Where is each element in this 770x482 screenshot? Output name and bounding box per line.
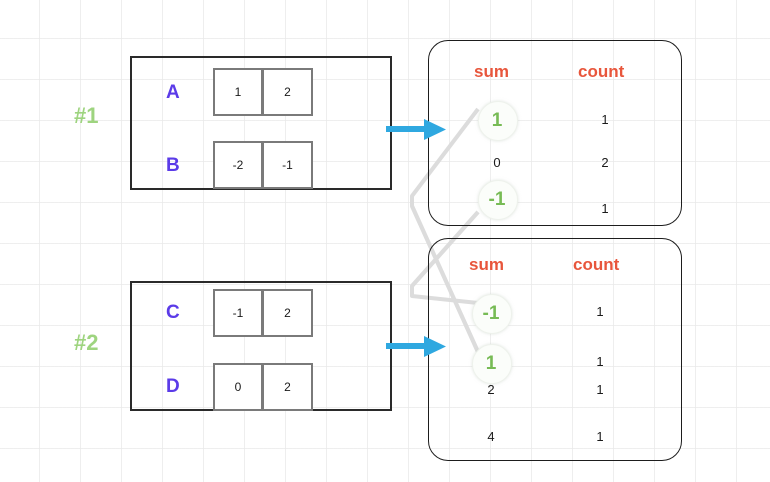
- agg-table-2-count-2: 1: [596, 382, 604, 397]
- cell-d-0: 0: [213, 363, 263, 411]
- array-a: 1 2: [213, 68, 313, 116]
- step-label-2: #2: [74, 330, 99, 355]
- agg-table-2-sum-3: 4: [487, 429, 495, 444]
- array-c: -1 2: [213, 289, 313, 337]
- highlight-circle-t1-r0: [478, 101, 518, 141]
- cell-c-1: 2: [263, 289, 313, 337]
- agg-table-1-sum-1: 0: [493, 155, 501, 170]
- cell-c-0: -1: [213, 289, 263, 337]
- cell-d-1: 2: [263, 363, 313, 411]
- cell-b-1: -1: [263, 141, 313, 189]
- agg-table-1-count-0: 1: [601, 112, 609, 127]
- step-label-1: #1: [74, 103, 99, 128]
- agg-table-1-count-1: 2: [601, 155, 609, 170]
- agg-table-1: [428, 40, 682, 226]
- row-label-b: B: [166, 155, 180, 176]
- agg-table-2: [428, 238, 682, 461]
- agg-table-2-sum-1: 1: [485, 353, 497, 374]
- agg-table-1-count-2: 1: [601, 201, 609, 216]
- cell-a-1: 2: [263, 68, 313, 116]
- cell-a-0: 1: [213, 68, 263, 116]
- agg-table-2-count-1: 1: [596, 354, 604, 369]
- agg-table-1-header-sum: sum: [474, 62, 509, 81]
- agg-table-2-sum-0: -1: [482, 303, 500, 324]
- agg-table-1-sum-2: -1: [488, 189, 506, 210]
- cell-b-0: -2: [213, 141, 263, 189]
- row-label-a: A: [166, 82, 180, 103]
- agg-table-2-header-count: count: [573, 255, 620, 274]
- agg-table-1-sum-0: 1: [491, 110, 503, 131]
- row-label-d: D: [166, 376, 180, 397]
- agg-table-1-header-count: count: [578, 62, 625, 81]
- agg-table-2-sum-2: 2: [487, 382, 495, 397]
- agg-table-2-count-3: 1: [596, 429, 604, 444]
- highlight-circle-t1-r2: [478, 180, 518, 220]
- agg-table-2-count-0: 1: [596, 304, 604, 319]
- partition-box-1: [130, 56, 392, 190]
- row-label-c: C: [166, 302, 180, 323]
- array-b: -2 -1: [213, 141, 313, 189]
- array-d: 0 2: [213, 363, 313, 411]
- agg-table-2-header-sum: sum: [469, 255, 504, 274]
